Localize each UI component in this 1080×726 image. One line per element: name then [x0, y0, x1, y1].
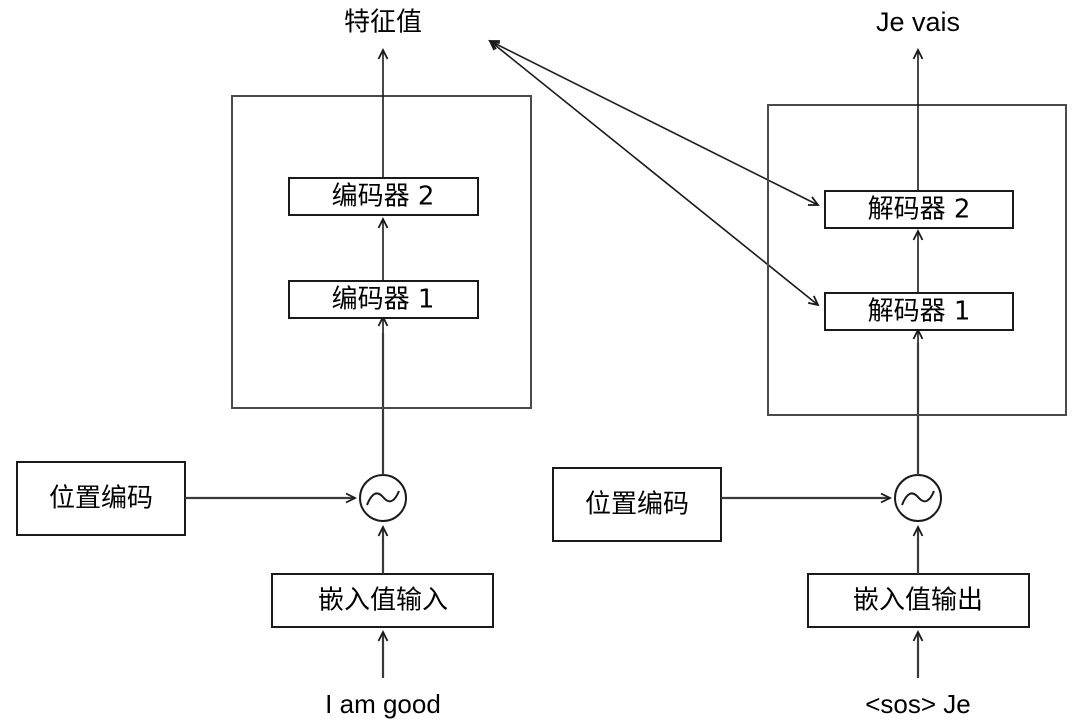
encoder-stack-container	[231, 95, 532, 409]
decoder-block-2-label: 解码器 2	[868, 195, 971, 225]
decoder-embedding-label: 嵌入值输出	[853, 586, 983, 616]
encoder-sine-wave-icon	[366, 490, 400, 506]
encoder-embedding-box	[271, 573, 494, 628]
decoder-embedding-box	[807, 573, 1030, 628]
decoder-stack-container	[767, 104, 1067, 416]
decoder-block-1-box	[824, 292, 1014, 331]
decoder-positional-encoding-box	[552, 467, 722, 542]
encoder-embedding-label: 嵌入值输入	[318, 586, 448, 616]
cross-attention-arrow-to-decoder-1	[488, 39, 820, 307]
decoder-output-label: Je vais	[876, 7, 960, 37]
encoder-positional-encoding-box	[16, 461, 186, 536]
encoder-block-2-label: 编码器 2	[332, 182, 435, 212]
decoder-block-2-box	[824, 190, 1014, 229]
decoder-input-text: <sos> Je	[865, 689, 971, 719]
encoder-block-2-box	[288, 177, 479, 216]
encoder-block-1-label: 编码器 1	[332, 285, 435, 315]
encoder-input-text: I am good	[325, 689, 441, 719]
decoder-sine-wave-icon	[901, 490, 935, 506]
decoder-block-1-label: 解码器 1	[868, 297, 971, 327]
encoder-output-label: 特征值	[344, 8, 422, 38]
encoder-positional-encoding-label: 位置编码	[49, 484, 153, 514]
decoder-positional-encoding-label: 位置编码	[585, 490, 689, 520]
